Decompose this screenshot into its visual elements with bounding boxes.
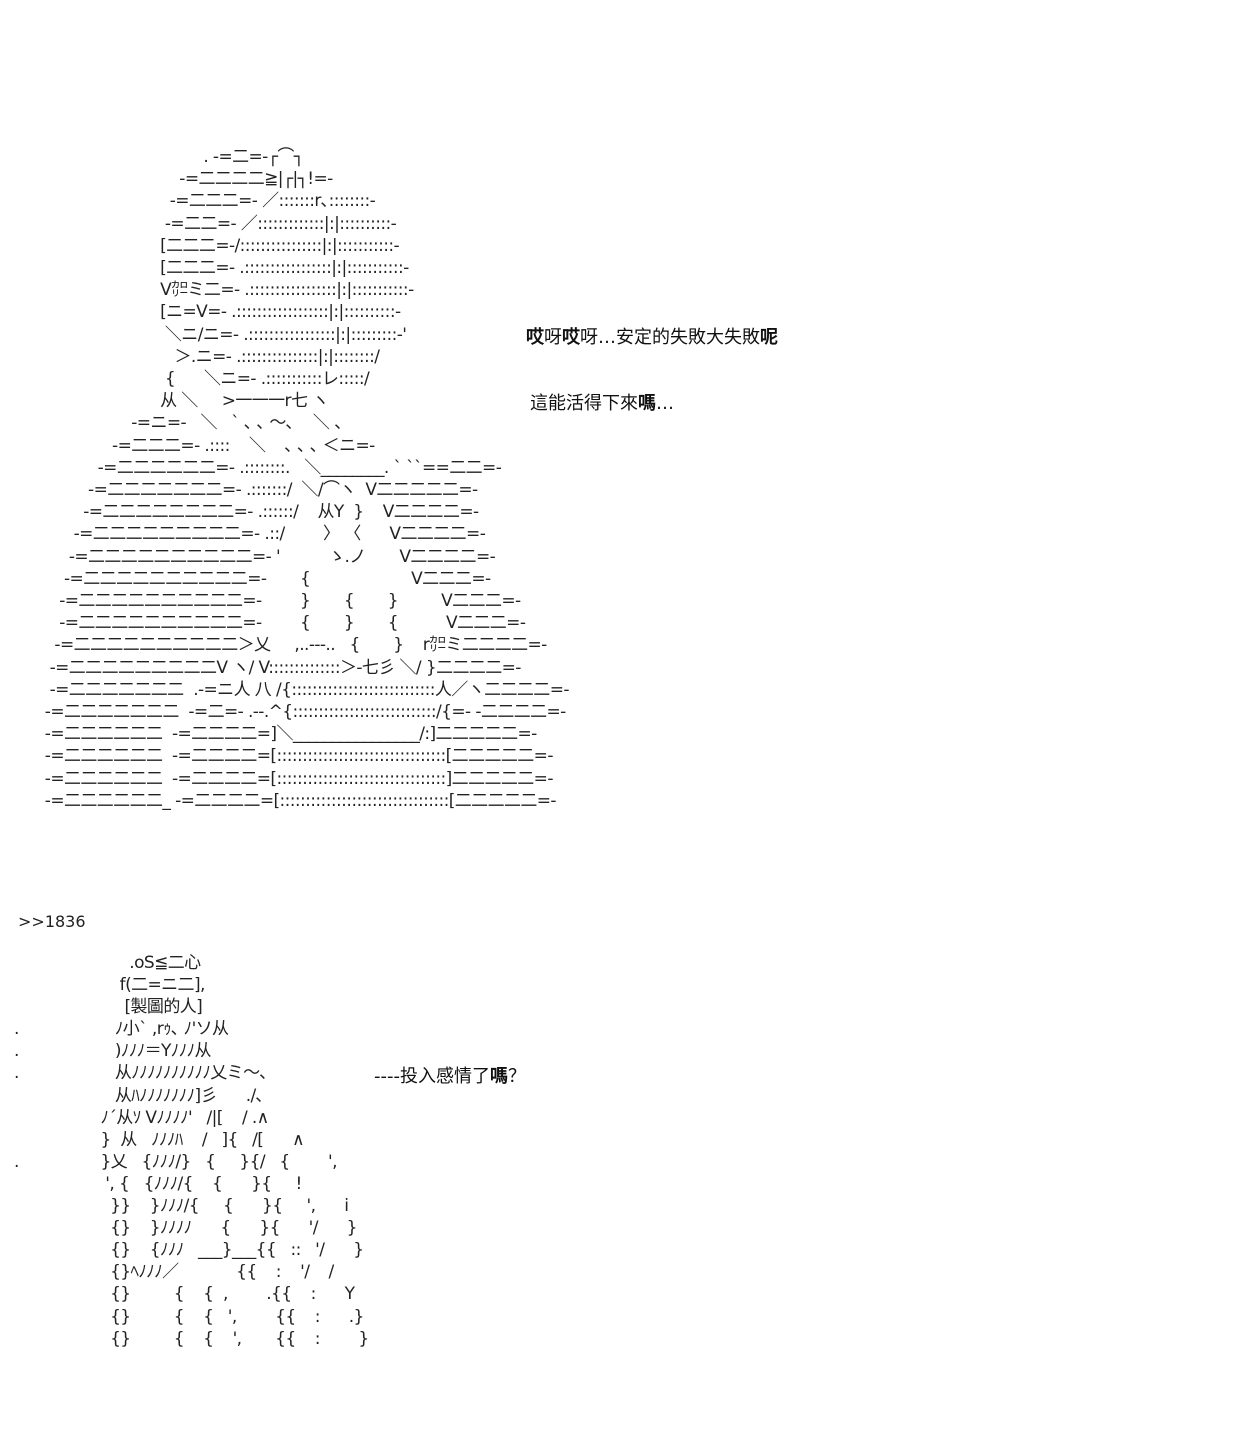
dialogue-2-seg1: 這能活得下來 <box>530 393 638 414</box>
ascii-art-map-maker: .oS≦二心 f(二=ニ二], [製圖的人] . ﾉ小` ,rｩ､ ﾉ'ソ从 .… <box>14 953 369 1349</box>
dialogue-1-seg2: 呀 <box>544 327 562 348</box>
dialogue-3-seg1: ----投入感情了 <box>374 1066 490 1087</box>
reply-anchor-link[interactable]: >>1836 <box>18 912 86 931</box>
ascii-art-hooded-figure: . -=二=-┌⌒┐ -=二二二二≧|┌|┐!=- -=二二二=- ／:::::… <box>44 147 570 811</box>
dialogue-1-seg4: 呀…安定的失敗大失敗 <box>580 327 760 348</box>
dialogue-1-seg5: 呢 <box>760 327 778 348</box>
dialogue-1-seg3: 哎 <box>562 327 580 348</box>
dialogue-line-1: 哎呀哎呀…安定的失敗大失敗呢 <box>526 323 778 349</box>
dialogue-3-seg3: ？ <box>507 1066 526 1087</box>
dialogue-1-seg1: 哎 <box>526 327 544 348</box>
dialogue-line-3: ----投入感情了嗎？ <box>374 1062 526 1088</box>
dialogue-3-seg2: 嗎 <box>489 1066 508 1087</box>
dialogue-2-seg2: 嗎 <box>638 393 656 414</box>
dialogue-2-seg3: … <box>656 393 674 414</box>
dialogue-line-2: 這能活得下來嗎… <box>530 389 674 415</box>
